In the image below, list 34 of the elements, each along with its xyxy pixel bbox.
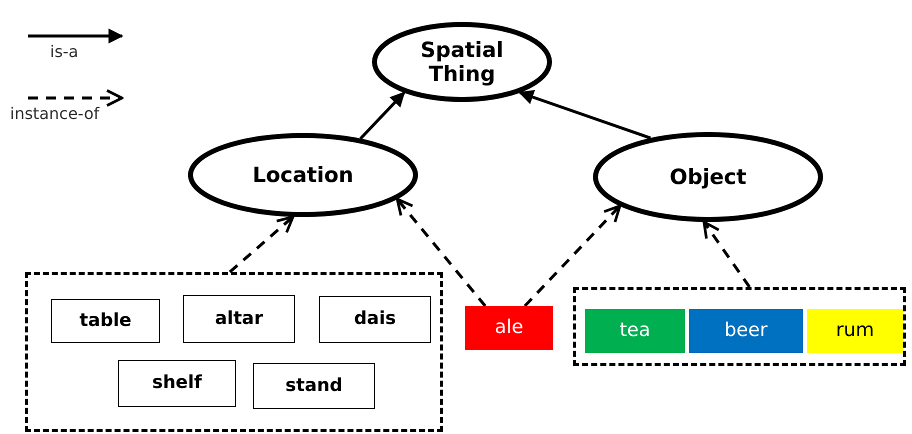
instance-box xyxy=(319,296,431,343)
class-ellipse xyxy=(372,22,552,102)
colored-instance-box xyxy=(807,309,903,353)
arrow xyxy=(702,220,751,288)
arrow xyxy=(518,90,651,140)
node-label: altar xyxy=(215,308,263,330)
node-label: tea xyxy=(620,320,650,342)
legend-label: instance-of xyxy=(10,104,100,123)
arrow xyxy=(228,216,294,274)
dashed-group-box xyxy=(573,287,906,366)
node-label: Spatial Thing xyxy=(420,38,504,86)
instance-box xyxy=(118,360,236,407)
colored-instance-box xyxy=(585,309,685,353)
node-label: Location xyxy=(252,162,354,188)
node-label: rum xyxy=(836,320,874,342)
node-label: shelf xyxy=(152,373,202,394)
colored-instance-box xyxy=(465,306,553,350)
node-label: ale xyxy=(494,317,524,339)
node-label: stand xyxy=(285,376,343,396)
instance-box xyxy=(183,295,295,343)
node-label: dais xyxy=(354,309,396,330)
instance-box xyxy=(51,299,160,343)
instance-box xyxy=(253,363,375,409)
arrow xyxy=(524,204,622,308)
arrow xyxy=(359,92,406,140)
class-ellipse xyxy=(593,132,823,222)
colored-instance-box xyxy=(689,309,803,353)
node-label: Object xyxy=(670,164,746,190)
class-ellipse xyxy=(188,133,418,217)
node-label: table xyxy=(79,310,132,332)
node-label: beer xyxy=(724,320,768,342)
arrow xyxy=(396,198,486,307)
dashed-group-box xyxy=(25,272,443,432)
legend-label: is-a xyxy=(50,42,78,61)
